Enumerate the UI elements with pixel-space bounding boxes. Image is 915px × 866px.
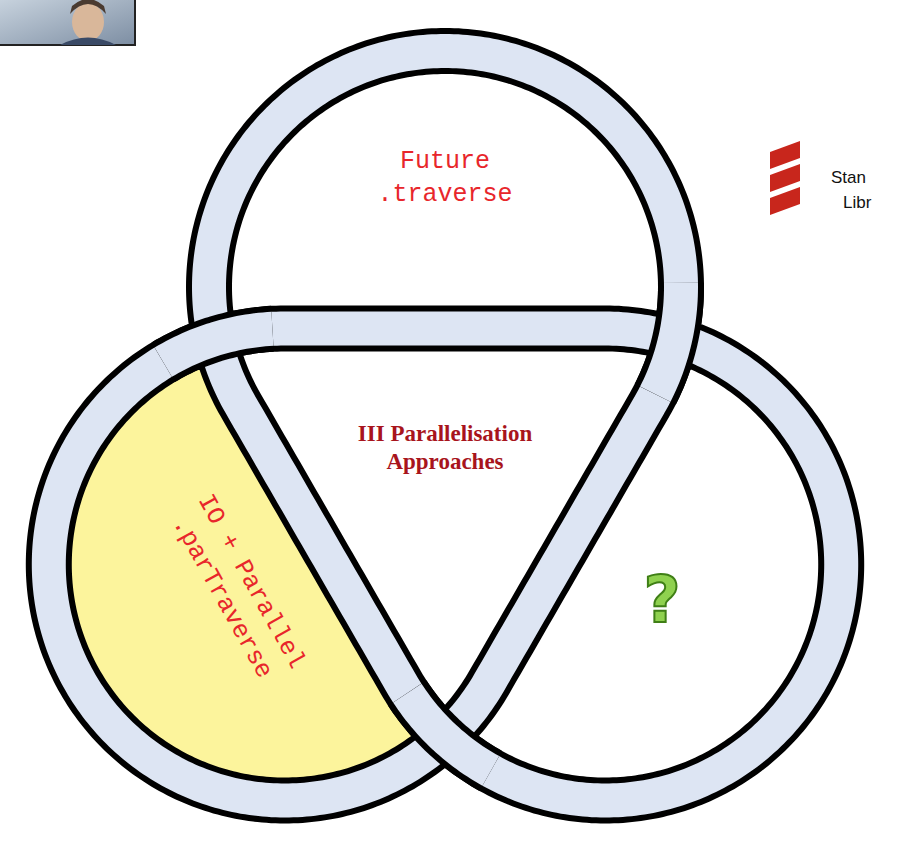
speaker-photo <box>0 0 135 45</box>
crossing-band <box>163 329 272 362</box>
logo-caption: Stan <box>831 168 866 188</box>
knot-crossing <box>407 693 491 771</box>
knot-crossing <box>655 283 681 394</box>
crossing-band <box>655 283 681 394</box>
lobe-region: Future .traverse <box>365 146 525 211</box>
photo-hair <box>70 0 106 14</box>
photo-shirt <box>60 38 116 46</box>
center-region: III Parallelisation Approaches <box>353 420 538 475</box>
logo-bar <box>770 187 800 215</box>
section-heading: III Parallelisation Approaches <box>353 420 538 475</box>
question-mark: ? <box>643 568 680 632</box>
photo-face <box>72 3 104 41</box>
knot-outline <box>49 51 841 801</box>
crossing-band <box>407 693 491 771</box>
trefoil-knot <box>49 51 841 801</box>
crossing-outline <box>407 693 491 771</box>
logo-bar <box>770 164 800 192</box>
knot-crossing <box>163 329 272 362</box>
crossing-outline <box>655 283 681 394</box>
lobe-region: ? <box>622 568 702 632</box>
logo-bar <box>770 141 800 169</box>
crossing-outline <box>163 329 272 362</box>
logo-caption: Libr <box>843 193 871 213</box>
method-label: Future .traverse <box>365 146 525 211</box>
scala-logo <box>770 141 800 215</box>
photo-frame <box>0 0 135 45</box>
knot-band <box>49 51 841 801</box>
